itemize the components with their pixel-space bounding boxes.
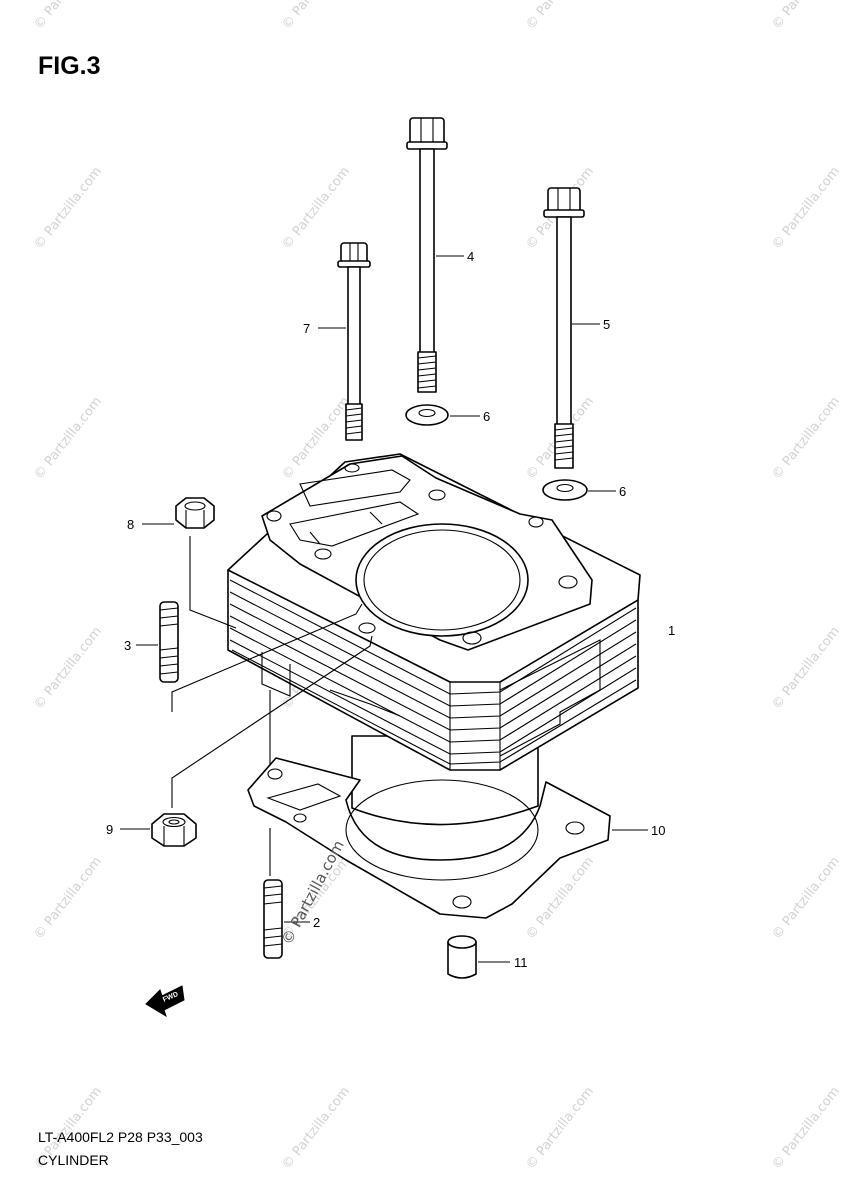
- callout-11[interactable]: 11: [514, 955, 528, 970]
- watermark-text: © Partzilla.com: [769, 164, 843, 252]
- washer-6-upper[interactable]: [405, 404, 449, 426]
- washer-6-lower[interactable]: [542, 479, 588, 501]
- watermark-text: © Partzilla.com: [31, 164, 105, 252]
- callout-10[interactable]: 10: [651, 823, 665, 838]
- bolt-4[interactable]: [406, 117, 448, 393]
- figure-code: LT-A400FL2 P28 P33_003: [38, 1129, 203, 1145]
- callout-4[interactable]: 4: [467, 249, 474, 264]
- watermark-text: © Partzilla.com: [31, 394, 105, 482]
- watermark-text: © Partzilla.com: [523, 1084, 597, 1172]
- bolt-7[interactable]: [337, 242, 371, 441]
- watermark-text: © Partzilla.com: [523, 0, 597, 32]
- watermark-text: © Partzilla.com: [279, 164, 353, 252]
- watermark-prominent: © Partzilla.com: [278, 837, 348, 948]
- stud-2[interactable]: [263, 879, 283, 959]
- base-gasket[interactable]: [247, 757, 611, 919]
- watermark-text: © Partzilla.com: [769, 854, 843, 942]
- watermark-text: © Partzilla.com: [31, 854, 105, 942]
- stud-3[interactable]: [159, 601, 179, 683]
- callout-6-lower[interactable]: 6: [619, 484, 626, 499]
- figure-title: FIG.3: [38, 52, 101, 80]
- nut-9[interactable]: [151, 813, 197, 847]
- callout-3[interactable]: 3: [124, 638, 131, 653]
- watermark-text: © Partzilla.com: [769, 0, 843, 32]
- cylinder-block[interactable]: [227, 453, 641, 826]
- nut-8[interactable]: [175, 497, 215, 529]
- watermark-text: © Partzilla.com: [279, 0, 353, 32]
- callout-8[interactable]: 8: [127, 517, 134, 532]
- figure-name: CYLINDER: [38, 1152, 109, 1168]
- callout-5[interactable]: 5: [603, 317, 610, 332]
- fwd-arrow-icon: FWD: [145, 985, 185, 1018]
- bolt-5[interactable]: [543, 187, 585, 469]
- watermark-text: © Partzilla.com: [769, 624, 843, 712]
- leader-lines: [120, 255, 648, 963]
- watermark-text: © Partzilla.com: [279, 1084, 353, 1172]
- watermark-text: © Partzilla.com: [769, 1084, 843, 1172]
- watermark-text: © Partzilla.com: [31, 624, 105, 712]
- watermark-text: © Partzilla.com: [769, 394, 843, 482]
- callout-2[interactable]: 2: [313, 915, 320, 930]
- callout-7[interactable]: 7: [303, 321, 310, 336]
- callout-9[interactable]: 9: [106, 822, 113, 837]
- watermark-text: © Partzilla.com: [31, 0, 105, 32]
- callout-1[interactable]: 1: [668, 623, 675, 638]
- callout-6-upper[interactable]: 6: [483, 409, 490, 424]
- dowel-pin-11[interactable]: [447, 935, 477, 979]
